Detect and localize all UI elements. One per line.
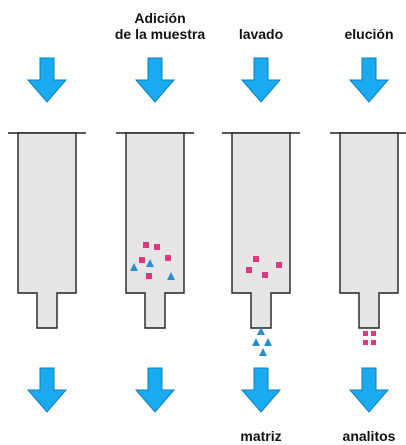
step-title: elución [329,26,406,42]
analyte-particle [264,338,272,346]
arrow-down-in-icon [349,57,389,103]
output-label: analitos [342,428,396,444]
retained-particles [246,256,282,278]
eluted-matrix [363,331,376,345]
step-title-line: elución [344,26,394,42]
column-conditioning [8,57,86,413]
step-title: lavado [221,26,301,42]
analyte-particle [252,338,260,346]
matrix-particle [154,244,160,250]
step-title-line: lavado [238,26,284,42]
cartridge [339,132,399,329]
cartridge [17,132,77,329]
arrow-down-out-icon [27,367,67,413]
arrow-down-out-icon [135,367,175,413]
column-wash [222,57,300,413]
matrix-particle [371,331,376,336]
eluted-analytes [252,327,272,356]
cartridge [231,132,291,329]
column-elution [330,57,406,413]
column-sample-addition [116,57,194,413]
matrix-particle [276,262,282,268]
arrow-down-in-icon [135,57,175,103]
matrix-particle [143,242,149,248]
matrix-particle [363,331,368,336]
analyte-particle [167,272,175,280]
sample-particles [130,242,175,280]
matrix-particle [139,257,145,263]
analyte-particle [259,348,267,356]
output-label: matriz [240,428,282,444]
analyte-particle [257,327,265,335]
matrix-particle [363,340,368,345]
analyte-particle [130,263,138,271]
matrix-particle [253,256,259,262]
matrix-particle [146,273,152,279]
matrix-particle [246,267,252,273]
arrow-down-in-icon [27,57,67,103]
arrow-down-out-icon [349,367,389,413]
analyte-particle [146,259,154,267]
step-title: Adición de la muestra [100,10,220,42]
matrix-particle [371,340,376,345]
step-title-line: Adición [134,10,186,26]
matrix-particle [262,272,268,278]
arrow-down-out-icon [241,367,281,413]
cartridge [125,132,185,329]
arrow-down-in-icon [241,57,281,103]
matrix-particle [165,255,171,261]
step-title-line: de la muestra [114,26,206,42]
